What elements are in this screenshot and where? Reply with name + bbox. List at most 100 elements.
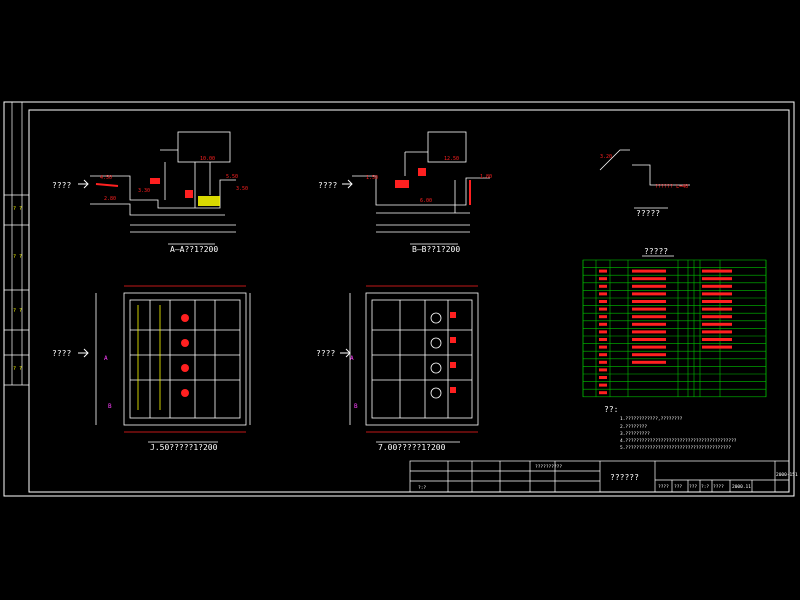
elev-label-1: 4.50 [100,175,112,181]
tb-cell-4: ?:? [701,484,709,490]
table-cell-mark [632,292,666,296]
elev-label-6: 5.50 [226,174,238,180]
elev-label-4: 1.50 [366,175,378,181]
table-cell-mark [702,300,732,303]
table-cell-mark [599,345,607,349]
note-line-4: 4.??????????????????????????????????????… [620,438,737,444]
elev-label-7: 12.50 [444,156,459,162]
left-strip-labels: ? ? ? ? ? ? ? ? [13,206,22,372]
elev-label-2: 3.30 [138,188,150,194]
strip-label-3: ? ? [13,308,22,314]
plan-left: ???? A B J.50?????1?200 [52,285,251,452]
table-cell-mark [702,315,732,319]
table-cell-mark [702,284,732,288]
flow-arrow-icon [340,348,351,358]
table-cell-mark [599,300,607,303]
note-line-3: 3.????????? [620,431,650,437]
table-cell-mark [599,368,607,372]
table-cell-mark [599,391,607,395]
marker-b-right: B [354,403,358,410]
table-cell-mark [632,277,666,281]
table-cell-mark [632,360,666,364]
table-cell-mark [599,383,607,387]
elev-label-5: 10.00 [200,156,215,162]
table-cell-mark [632,330,666,334]
strip-label-4: ? ? [13,366,22,372]
general-notes: ??: 1.????????????,???????? 2.???????? 3… [604,405,737,451]
table-cell-mark [632,353,666,357]
flow-in-label-plan-right: ???? [316,349,335,358]
section-a-a: ???? 4.50 3.30 2.80 10.00 5.50 3.50 A—A?… [52,131,248,254]
tb-cell-2: ??? [674,484,682,490]
table-cell-mark [599,360,607,364]
marker-b-left: B [108,403,112,410]
flow-arrow-icon [78,348,89,358]
table-cell-mark [599,330,607,334]
table-cell-mark [599,376,607,379]
flow-in-label-a: ???? [52,181,71,190]
left-revision-strip [4,102,29,386]
table-cell-mark [632,322,666,326]
detail-elev: 3.20 [600,154,612,160]
detail-note: ?????? L=40 [655,184,688,190]
title-block: ?????????? ?????? ?:? ???? ??? ??? ?:? ?… [409,460,798,493]
marker-a-right: A [350,355,354,362]
strip-label-2: ? ? [13,254,22,260]
table-cell-mark [599,269,607,273]
equipment-table: ????? [582,247,767,398]
flow-in-label-plan-left: ???? [52,349,71,358]
flow-arrow-icon [342,179,353,189]
detail-title: ????? [636,209,660,218]
tb-cell-1: ???? [658,484,669,490]
inner-drawing-frame [28,109,790,493]
table-cell-mark [599,353,607,357]
table-cell-mark [702,330,732,334]
table-cell-mark [702,338,732,341]
table-cell-mark [702,307,732,311]
table-cell-mark [599,315,607,319]
tb-cell-3: ??? [689,484,697,490]
scale-text: ?:? [418,485,426,491]
project-name: ?????????? [535,464,562,470]
table-cell-mark [599,338,607,341]
table-cell-mark [702,269,732,273]
elev-label-8: 3.50 [236,186,248,192]
table-cell-mark [632,284,666,288]
table-cell-mark [599,322,607,326]
section-b-title: B—B??1?200 [412,245,460,254]
plan-right-title: 7.00?????1?200 [378,443,446,452]
table-cell-mark [632,315,666,319]
table-title: ????? [644,247,668,256]
note-line-1: 1.????????????,???????? [620,416,683,422]
section-a-title: A—A??1?200 [170,245,218,254]
table-cell-mark [599,307,607,311]
flow-arrow-icon [78,179,89,189]
table-cell-mark [632,300,666,303]
note-line-5: 5.??????????????????????????????????????… [620,445,731,451]
plan-left-title: J.50?????1?200 [150,443,218,452]
drawing-number: 2000-151 [776,472,798,478]
notes-heading: ??: [604,405,618,414]
table-cell-mark [632,269,666,273]
elev-label-9: 1.80 [480,174,492,180]
strip-label-1: ? ? [13,206,22,212]
table-cell-mark [599,292,607,296]
table-cell-mark [702,322,732,326]
elev-label-10: 6.00 [420,198,432,204]
note-line-2: 2.???????? [620,424,647,430]
table-cell-mark [702,345,732,349]
flow-in-label-b: ???? [318,181,337,190]
drawing-date: 2000.11 [732,484,751,490]
tb-cell-5: ???? [713,484,724,490]
table-cell-mark [599,284,607,288]
pipe-detail: 3.20 ?????? L=40 ????? [599,149,690,218]
table-cell-mark [632,345,666,349]
table-cell-mark [632,307,666,311]
elev-label-3: 2.80 [104,196,116,202]
table-cell-mark [702,277,732,281]
table-cell-mark [599,277,607,281]
outer-sheet-border [3,101,795,497]
marker-a-left: A [104,355,108,362]
table-cell-mark [632,338,666,341]
